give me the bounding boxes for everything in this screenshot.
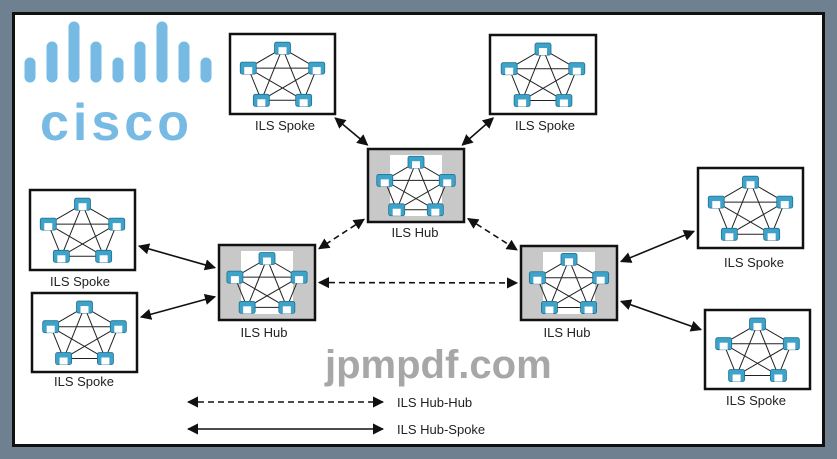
switch-icon — [426, 203, 444, 217]
switch-icon — [541, 301, 558, 314]
node-label: ILS Spoke — [54, 374, 114, 389]
switch-icon — [728, 369, 746, 382]
link-hub-hub-hub-center-hub-right — [467, 217, 518, 251]
switch-icon — [555, 94, 573, 107]
link-hub-spoke-spoke-left-top-hub-left — [137, 243, 217, 271]
switch-icon — [568, 62, 586, 76]
switch-icon — [560, 252, 578, 266]
switch-icon — [749, 317, 766, 331]
link-hub-spoke-spoke-right-bottom-hub-right — [619, 299, 703, 332]
switch-icon — [226, 270, 244, 284]
switch-icon — [308, 61, 326, 75]
node-label: ILS Spoke — [255, 118, 315, 133]
node-spoke-right-bottom: ILS Spoke — [703, 308, 812, 408]
switch-icon — [295, 93, 313, 107]
watermark: cisco jpmpdf.com — [24, 21, 552, 387]
link-hub-hub-hub-center-hub-left — [318, 218, 365, 250]
node-spoke-top-left: ILS Spoke — [228, 32, 337, 133]
switch-icon — [388, 203, 406, 217]
switch-icon — [407, 155, 425, 169]
switch-icon — [95, 249, 113, 263]
switch-icon — [376, 173, 394, 187]
diagram-canvas — [12, 12, 825, 447]
switch-icon — [763, 227, 781, 241]
switch-icon — [55, 352, 73, 365]
node-spoke-right-top: ILS Spoke — [696, 166, 805, 270]
switch-icon — [513, 94, 531, 107]
switch-icon — [42, 320, 60, 334]
switch-icon — [238, 300, 256, 314]
switch-icon — [528, 271, 546, 285]
switch-icon — [274, 41, 291, 55]
switch-icon — [76, 300, 93, 314]
site-watermark-text: jpmpdf.com — [324, 343, 552, 387]
link-hub-spoke-spoke-left-bottom-hub-left — [139, 294, 217, 320]
switch-icon — [500, 62, 518, 76]
switch-icon — [74, 197, 91, 211]
node-hub-center: ILS Hub — [366, 147, 466, 240]
legend-hub-spoke-label: ILS Hub-Spoke — [397, 422, 485, 437]
link-hub-spoke-spoke-top-left-hub-center — [334, 117, 369, 146]
node-label: ILS Spoke — [515, 118, 575, 133]
node-label: ILS Spoke — [50, 274, 110, 289]
legend-hub-hub-label: ILS Hub-Hub — [397, 395, 472, 410]
node-spoke-left-bottom: ILS Spoke — [30, 291, 139, 389]
node-label: ILS Spoke — [726, 393, 786, 408]
cisco-logo-text: cisco — [40, 94, 193, 152]
switch-icon — [720, 227, 738, 241]
switch-icon — [278, 300, 296, 314]
switch-icon — [592, 271, 610, 285]
switch-icon — [239, 61, 257, 75]
legend: ILS Hub-Hub ILS Hub-Spoke — [186, 395, 485, 437]
switch-icon — [707, 195, 725, 209]
switch-icon — [769, 369, 787, 382]
node-spoke-left-top: ILS Spoke — [28, 188, 137, 289]
node-label: ILS Hub — [392, 225, 439, 240]
link-hub-spoke-spoke-right-top-hub-right — [619, 230, 696, 263]
switch-icon — [438, 173, 456, 187]
node-hub-right: ILS Hub — [519, 244, 619, 340]
switch-icon — [96, 352, 114, 365]
node-label: ILS Hub — [544, 325, 591, 340]
switch-icon — [715, 337, 733, 351]
switch-icon — [39, 217, 57, 231]
switch-icon — [52, 249, 70, 263]
switch-icon — [782, 337, 800, 351]
node-label: ILS Spoke — [724, 255, 784, 270]
switch-icon — [252, 93, 270, 107]
node-spoke-top-right: ILS Spoke — [488, 33, 598, 133]
link-hub-spoke-spoke-top-right-hub-center — [461, 117, 495, 146]
switch-icon — [742, 175, 759, 189]
node-label: ILS Hub — [241, 325, 288, 340]
node-hub-left: ILS Hub — [217, 243, 317, 340]
switch-icon — [108, 217, 126, 231]
switch-icon — [776, 195, 794, 209]
switch-icon — [534, 42, 552, 56]
switch-icon — [290, 270, 308, 284]
switch-icon — [258, 252, 276, 265]
switch-icon — [580, 301, 597, 314]
switch-icon — [109, 320, 127, 334]
